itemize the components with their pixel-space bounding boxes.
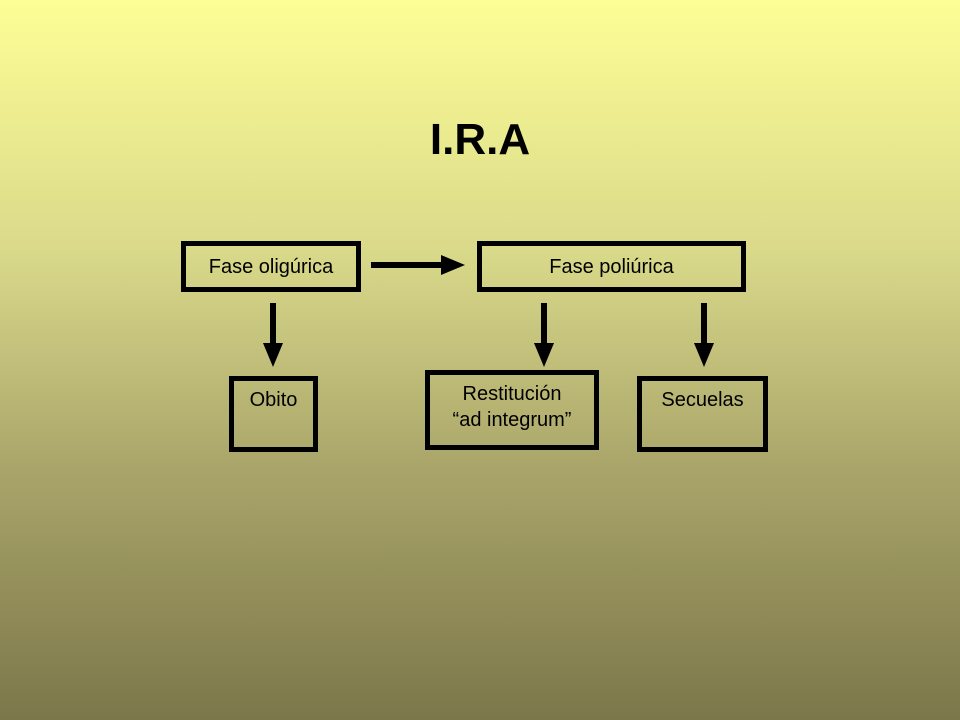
node-secuelas-label: Secuelas <box>661 389 744 411</box>
node-obito-label: Obito <box>249 389 298 411</box>
arrow-oliguria-to-poliuria <box>371 255 465 275</box>
node-fase-poliuria-label: Fase poliúrica <box>549 255 674 278</box>
node-restitucion: Restitución “ad integrum” <box>425 370 599 450</box>
node-fase-oliguria-label: Fase oligúrica <box>208 255 334 278</box>
node-secuelas: Secuelas <box>637 376 768 452</box>
node-restitucion-label-line2: “ad integrum” <box>452 409 572 431</box>
arrow-poliuria-to-restitucion <box>534 303 554 367</box>
arrow-oliguria-to-obito <box>263 303 283 367</box>
slide-title: I.R.A <box>429 115 531 164</box>
node-restitucion-label-line1: Restitución <box>462 383 562 405</box>
node-obito: Obito <box>229 376 318 452</box>
arrow-poliuria-to-secuelas <box>694 303 714 367</box>
node-fase-oliguria: Fase oligúrica <box>181 241 361 292</box>
node-fase-poliuria: Fase poliúrica <box>477 241 746 292</box>
